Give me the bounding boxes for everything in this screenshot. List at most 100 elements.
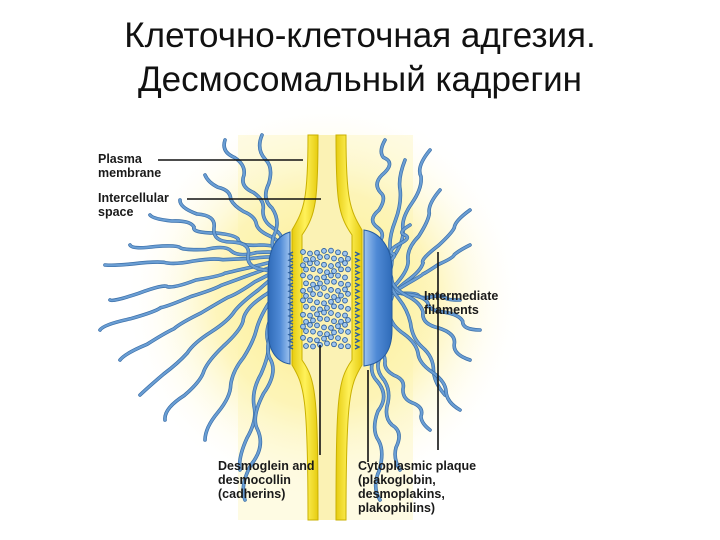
cadherin-domain [328, 298, 334, 305]
cadherin-domain [338, 328, 344, 334]
cadherin-domain [321, 261, 327, 268]
cadherin-domain [342, 260, 348, 266]
cadherin-domain [317, 254, 323, 260]
cadherin-domain [335, 249, 341, 256]
filament-left-3 [128, 243, 284, 256]
cadherin-domain [345, 343, 351, 350]
cadherin-domain [310, 256, 316, 262]
cadherin-domain [317, 268, 323, 274]
label-plasma-membrane-line2: membrane [98, 166, 162, 180]
cadherin-domain [328, 325, 334, 331]
cadherin-domain [317, 330, 323, 337]
cadherin-domain [310, 291, 316, 297]
cadherin-domain [342, 297, 348, 304]
cadherin-domain [324, 331, 330, 337]
cadherin-domain [331, 329, 337, 336]
label-intercellular-space: Intercellular space [98, 191, 169, 219]
cadherin-domain [303, 343, 309, 349]
cadherin-domain [345, 305, 351, 312]
slide-title: Клеточно-клеточная адгезия. Десмосомальн… [0, 14, 720, 102]
cadherin-anchor-right-11 [354, 319, 361, 325]
filament-right-9 [374, 346, 432, 432]
filament-left-7 [118, 264, 284, 362]
cadherin-domain [307, 274, 313, 280]
cadherin-domain [307, 312, 313, 319]
cadherin-domain [335, 297, 341, 303]
cadherin-domain [324, 293, 330, 299]
cadherin-domain [331, 318, 337, 325]
cadherin-domain [338, 266, 344, 273]
cadherin-domain [314, 311, 320, 318]
cadherin-anchor-right-3 [354, 269, 361, 276]
filament-right-0 [371, 138, 391, 247]
cadherin-domain [345, 291, 351, 297]
cadherin-domain [303, 303, 309, 310]
plasma-membrane-right [335, 134, 363, 521]
cadherin-domain [342, 321, 348, 328]
cadherin-domain [303, 266, 309, 273]
cadherin-anchor-left-12 [287, 325, 294, 332]
cadherin-domain [324, 278, 330, 285]
cadherin-anchor-left-14 [287, 338, 294, 344]
cadherin-domain [328, 272, 334, 279]
cadherin-domain [342, 337, 348, 343]
label-cadherins-line2: desmocollin [218, 473, 291, 487]
cadherin-domain [331, 268, 337, 274]
cadherin-domain [338, 256, 344, 263]
cadherin-domain [342, 286, 348, 293]
plasma-membrane-left [291, 134, 319, 521]
cadherin-domain [314, 299, 320, 306]
label-plasma-membrane-line1: Plasma [98, 152, 142, 166]
cadherin-anchor-right-13 [354, 331, 361, 338]
cadherin-domain [345, 329, 351, 335]
cadherin-domain [335, 262, 341, 268]
cadherin-domain [300, 297, 306, 304]
cadherin-domain [314, 249, 320, 256]
cadherin-domain [314, 275, 320, 282]
cadherin-domain [300, 334, 306, 341]
cadherin-domain [300, 272, 306, 279]
cadherin-domain [342, 312, 348, 319]
cadherin-domain [310, 317, 316, 324]
filament-left-13 [178, 198, 284, 286]
cadherin-anchor-right-10 [354, 313, 361, 319]
cadherin-domain [300, 323, 306, 330]
title-line-1: Клеточно-клеточная адгезия. [124, 16, 596, 55]
cadherin-domain [310, 343, 316, 350]
cadherin-anchor-left-11 [287, 319, 294, 325]
cadherin-domain [314, 322, 320, 329]
cadherin-anchor-left-10 [287, 313, 294, 319]
cadherin-domain [335, 323, 341, 330]
cadherin-domain [310, 266, 316, 273]
cadherin-domain [328, 247, 334, 254]
cadherin-domain [324, 269, 330, 276]
cadherin-anchor-right-14 [354, 338, 361, 344]
filament-left-1 [203, 173, 284, 250]
cadherin-domain [303, 318, 309, 325]
cadherin-domain [331, 303, 337, 310]
cadherin-domain [303, 293, 309, 299]
cadherin-molecules [287, 247, 361, 350]
cadherin-anchor-left-15 [287, 344, 294, 350]
cadherin-domain [317, 315, 323, 322]
cadherin-domain [328, 310, 334, 316]
cadherin-domain [328, 287, 334, 293]
cadherin-domain [303, 328, 309, 334]
label-cytoplasmic-plaque-line3: desmoplakins, [358, 487, 445, 501]
cadherin-anchor-left-8 [287, 300, 294, 307]
cadherin-domain [317, 280, 323, 287]
label-intercellular-space-line1: Intercellular [98, 191, 169, 205]
cadherin-domain [324, 316, 330, 323]
cadherin-domain [338, 318, 344, 325]
cadherin-domain [338, 343, 344, 350]
cadherin-anchor-left-2 [287, 263, 294, 270]
label-cytoplasmic-plaque-line1: Cytoplasmic plaque [358, 459, 477, 473]
label-cadherins-line1: Desmoglein and [218, 459, 315, 473]
cadherin-domain [321, 274, 327, 281]
cadherin-anchor-left-0 [287, 251, 294, 257]
filament-left-4 [103, 255, 284, 267]
cadherin-anchor-right-6 [354, 288, 361, 294]
cadherin-anchor-left-13 [287, 331, 294, 338]
cadherin-domain [317, 306, 323, 313]
